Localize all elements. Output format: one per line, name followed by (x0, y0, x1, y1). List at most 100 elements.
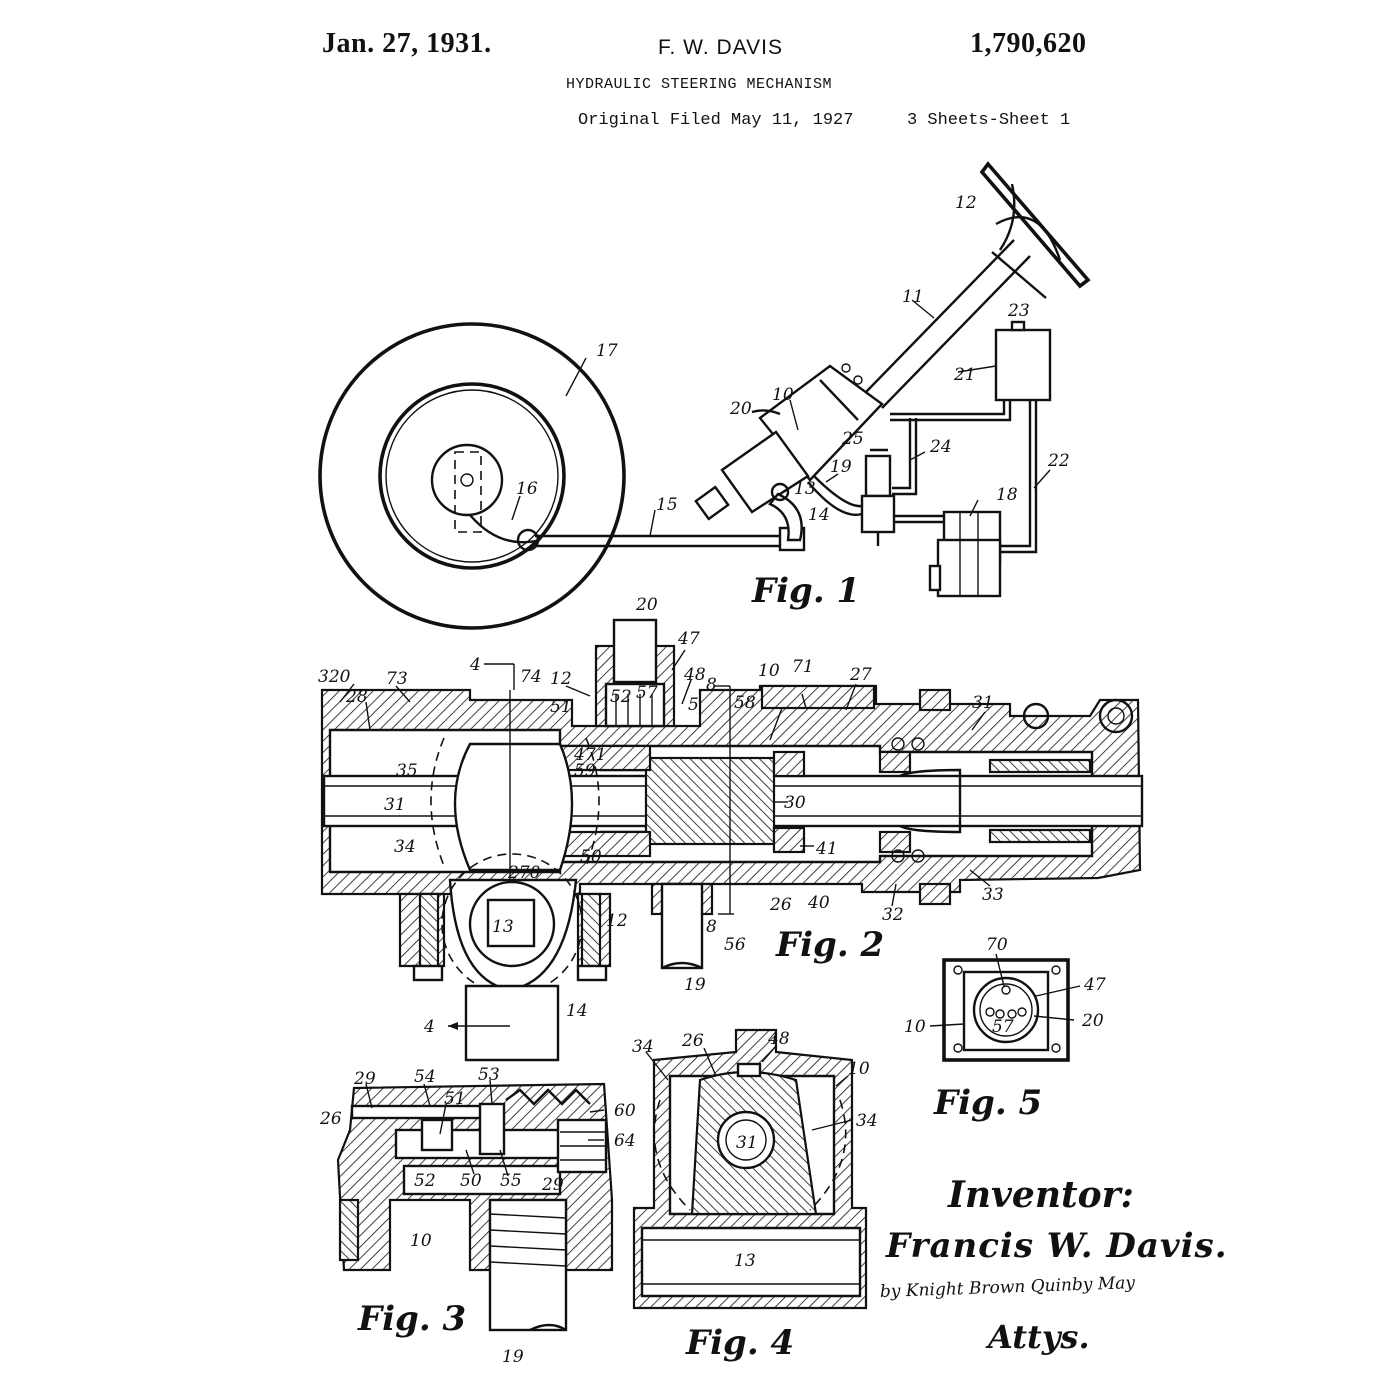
ref-5: 5 (688, 695, 699, 715)
ref-10: 10 (904, 1017, 926, 1037)
ref-28: 28 (345, 687, 368, 707)
bottom-port-19 (650, 882, 714, 970)
figure-5-label: Fig. 5 (933, 1083, 1042, 1123)
ref-4-top: 4 (469, 655, 481, 675)
ref-34: 34 (394, 837, 416, 857)
patent-date: Jan. 27, 1931. (322, 28, 492, 59)
ref-23: 23 (1007, 301, 1030, 321)
inventor-label: Inventor: (948, 1174, 1134, 1216)
ref-30: 30 (784, 793, 806, 813)
ref-16: 16 (516, 479, 538, 499)
piping (751, 400, 1038, 554)
fig3-leader-lines (365, 1079, 605, 1177)
ref-31: 31 (384, 795, 406, 815)
ref-25: 25 (841, 429, 864, 449)
pitman-shaft-housing (398, 853, 612, 1062)
reservoir-21 (994, 320, 1052, 402)
ref-19: 19 (830, 457, 852, 477)
ref-31-top: 31 (972, 693, 994, 713)
fig5-leader-lines (929, 953, 1081, 1027)
ref-41: 41 (815, 839, 838, 859)
ref-14: 14 (808, 505, 830, 525)
ref-29-bottom: 29 (541, 1175, 564, 1195)
cover-71 (760, 684, 876, 710)
ref-19: 19 (502, 1347, 524, 1367)
ref-74: 74 (520, 667, 542, 687)
ref-34-left: 34 (632, 1037, 654, 1057)
gear-housing-10 (694, 363, 884, 521)
patent-number: 1,790,620 (970, 28, 1087, 59)
ref-22: 22 (1047, 451, 1070, 471)
ref-24: 24 (929, 437, 952, 457)
ref-52: 52 (414, 1171, 436, 1191)
valve-cap-20 (594, 618, 676, 728)
ref-51: 51 (444, 1089, 466, 1109)
figure-4-label: Fig. 4 (685, 1323, 794, 1363)
fig3-ref-numerals: 29 54 53 26 51 60 64 52 50 55 29 10 19 (319, 1065, 636, 1367)
ref-20: 20 (729, 399, 752, 419)
ref-18: 18 (996, 485, 1018, 505)
fig1-leader-lines (511, 299, 1051, 537)
figure-3-label: Fig. 3 (357, 1299, 466, 1339)
ref-70: 70 (986, 935, 1008, 955)
ref-47: 47 (1083, 975, 1106, 995)
ref-11: 11 (902, 287, 924, 307)
ref-19: 19 (684, 975, 706, 995)
fig2-leader-lines (339, 649, 991, 907)
figure-5: 70 47 10 57 20 Fig. 5 (904, 935, 1106, 1123)
fig4-ref-numerals: 34 26 48 10 34 31 13 (632, 1029, 878, 1271)
inventor-signature: Francis W. Davis. (886, 1226, 1228, 1266)
ref-52: 52 (610, 687, 632, 707)
attorneys-label: Attys. (988, 1318, 1090, 1356)
ref-73: 73 (386, 669, 408, 689)
ref-14: 14 (566, 1001, 588, 1021)
ref-15: 15 (656, 495, 678, 515)
wheel-17 (318, 322, 626, 630)
pitman-arm-14 (768, 482, 803, 542)
filing-date: Original Filed May 11, 1927 (578, 111, 854, 130)
ref-56: 56 (724, 935, 746, 955)
ref-54: 54 (414, 1067, 436, 1087)
drag-link-15 (535, 526, 806, 552)
figure-4: 34 26 48 10 34 31 13 Fig. 4 (632, 1028, 878, 1363)
ref-17: 17 (596, 341, 618, 361)
valve-25 (860, 448, 896, 546)
ref-13: 13 (734, 1251, 756, 1271)
piston-assembly (558, 737, 925, 863)
sheet-number: 3 Sheets-Sheet 1 (907, 111, 1071, 130)
figure-1: 12 11 23 21 17 10 20 25 24 22 19 16 13 1… (318, 161, 1091, 630)
ref-59: 59 (574, 761, 596, 781)
figure-2: 320 73 28 4 74 12 20 47 48 8 10 71 27 31… (318, 595, 1144, 1062)
ref-12-top: 12 (550, 669, 572, 689)
inventor-header: F. W. DAVIS (658, 36, 783, 59)
end-cap (918, 688, 1134, 906)
ref-27: 27 (849, 665, 872, 685)
figure-2-label: Fig. 2 (775, 925, 884, 965)
section-arrows (448, 663, 734, 1030)
ref-53: 53 (478, 1065, 500, 1085)
ref-34-right: 34 (856, 1111, 878, 1131)
ref-64: 64 (614, 1131, 636, 1151)
ref-26: 26 (319, 1109, 342, 1129)
ref-48: 48 (683, 665, 706, 685)
ref-51: 51 (550, 697, 572, 717)
ref-40: 40 (807, 893, 830, 913)
worm-30 (600, 756, 776, 846)
ref-10: 10 (758, 661, 780, 681)
sector-34 (430, 690, 600, 1030)
fig4-leader-lines (645, 1045, 853, 1131)
ref-12: 12 (955, 193, 977, 213)
ref-20: 20 (1081, 1011, 1104, 1031)
figure-1-label: Fig. 1 (751, 571, 860, 611)
ref-50: 50 (460, 1171, 482, 1191)
ref-60: 60 (614, 1101, 636, 1121)
ref-4-bottom: 4 (423, 1017, 435, 1037)
ref-31: 31 (736, 1133, 758, 1153)
ref-50: 50 (580, 847, 602, 867)
ref-10: 10 (410, 1231, 432, 1251)
ref-35: 35 (396, 761, 418, 781)
ref-32: 32 (882, 905, 904, 925)
ref-48: 48 (767, 1029, 790, 1049)
ref-55: 55 (500, 1171, 522, 1191)
